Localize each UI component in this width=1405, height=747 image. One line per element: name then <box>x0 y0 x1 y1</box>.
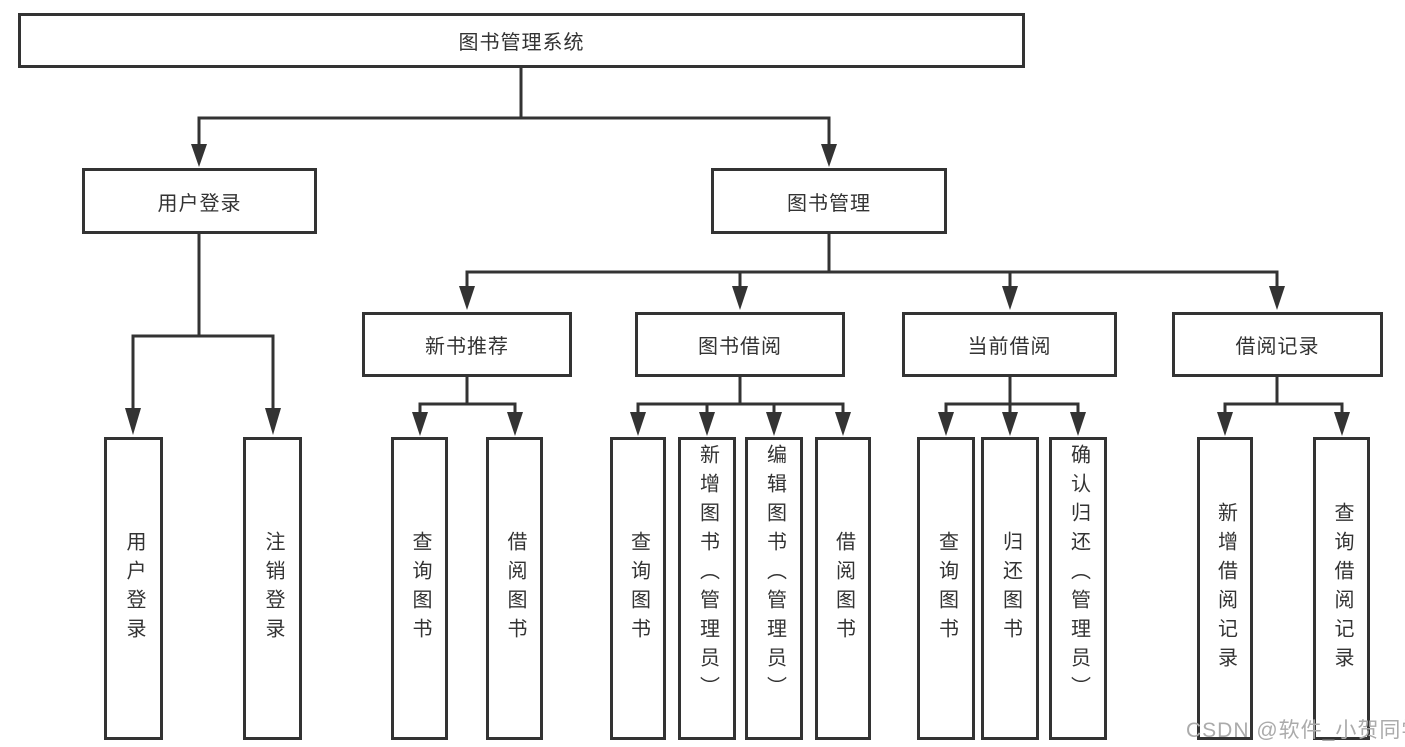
node-library-system: 图书管理系统 <box>18 13 1025 68</box>
leaf-add-borrow-record-label: 新增借阅记录 <box>1214 501 1237 676</box>
leaf-user-login-label: 用户登录 <box>123 530 145 647</box>
connector-root <box>191 66 837 167</box>
node-book-borrow: 图书借阅 <box>635 312 845 377</box>
leaf-add-book-admin-label: 新增图书（管理员） <box>696 444 719 705</box>
leaf-edit-book-admin: 编辑图书（管理员） <box>745 437 803 740</box>
leaf-borrow-books-recommend: 借阅图书 <box>486 437 543 740</box>
leaf-query-books-recommend: 查询图书 <box>391 437 448 740</box>
leaf-logout: 注销登录 <box>243 437 302 740</box>
node-book-management: 图书管理 <box>711 168 947 234</box>
node-library-system-label: 图书管理系统 <box>458 32 585 54</box>
leaf-borrow-books-recommend-label: 借阅图书 <box>504 530 526 647</box>
leaf-query-books-borrow: 查询图书 <box>610 437 666 740</box>
node-current-borrow-label: 当前借阅 <box>967 336 1052 358</box>
connector-new-book-recommend <box>412 375 523 436</box>
node-user-login: 用户登录 <box>82 168 317 234</box>
leaf-confirm-return-admin-label: 确认归还（管理员） <box>1067 444 1090 705</box>
node-new-book-recommend: 新书推荐 <box>362 312 572 377</box>
leaf-add-book-admin: 新增图书（管理员） <box>678 437 736 740</box>
node-book-management-label: 图书管理 <box>787 192 871 215</box>
node-current-borrow: 当前借阅 <box>902 312 1117 377</box>
node-book-borrow-label: 图书借阅 <box>698 336 782 358</box>
csdn-watermark: CSDN @软件_小贺同学 <box>1186 719 1405 742</box>
connector-current-borrow <box>938 375 1086 436</box>
node-borrow-records: 借阅记录 <box>1172 312 1383 377</box>
leaf-borrow-books: 借阅图书 <box>815 437 871 740</box>
connector-user-login <box>125 232 281 435</box>
leaf-borrow-books-label: 借阅图书 <box>832 530 855 647</box>
leaf-return-book: 归还图书 <box>981 437 1039 740</box>
leaf-confirm-return-admin: 确认归还（管理员） <box>1049 437 1107 740</box>
node-user-login-label: 用户登录 <box>157 192 242 215</box>
leaf-return-book-label: 归还图书 <box>999 530 1022 647</box>
leaf-query-books-current: 查询图书 <box>917 437 975 740</box>
leaf-edit-book-admin-label: 编辑图书（管理员） <box>763 444 786 705</box>
connector-book-management <box>459 232 1285 310</box>
leaf-query-borrow-record-label: 查询借阅记录 <box>1331 501 1353 676</box>
leaf-query-books-borrow-label: 查询图书 <box>627 530 650 647</box>
node-borrow-records-label: 借阅记录 <box>1235 336 1320 358</box>
leaf-user-login: 用户登录 <box>104 437 163 740</box>
leaf-query-borrow-record: 查询借阅记录 <box>1313 437 1370 740</box>
node-new-book-recommend-label: 新书推荐 <box>425 336 509 358</box>
connector-book-borrow <box>630 375 851 436</box>
connector-borrow-records <box>1217 375 1350 436</box>
leaf-query-books-current-label: 查询图书 <box>935 530 958 647</box>
leaf-add-borrow-record: 新增借阅记录 <box>1197 437 1253 740</box>
leaf-logout-label: 注销登录 <box>262 530 284 647</box>
leaf-query-books-recommend-label: 查询图书 <box>409 530 431 647</box>
